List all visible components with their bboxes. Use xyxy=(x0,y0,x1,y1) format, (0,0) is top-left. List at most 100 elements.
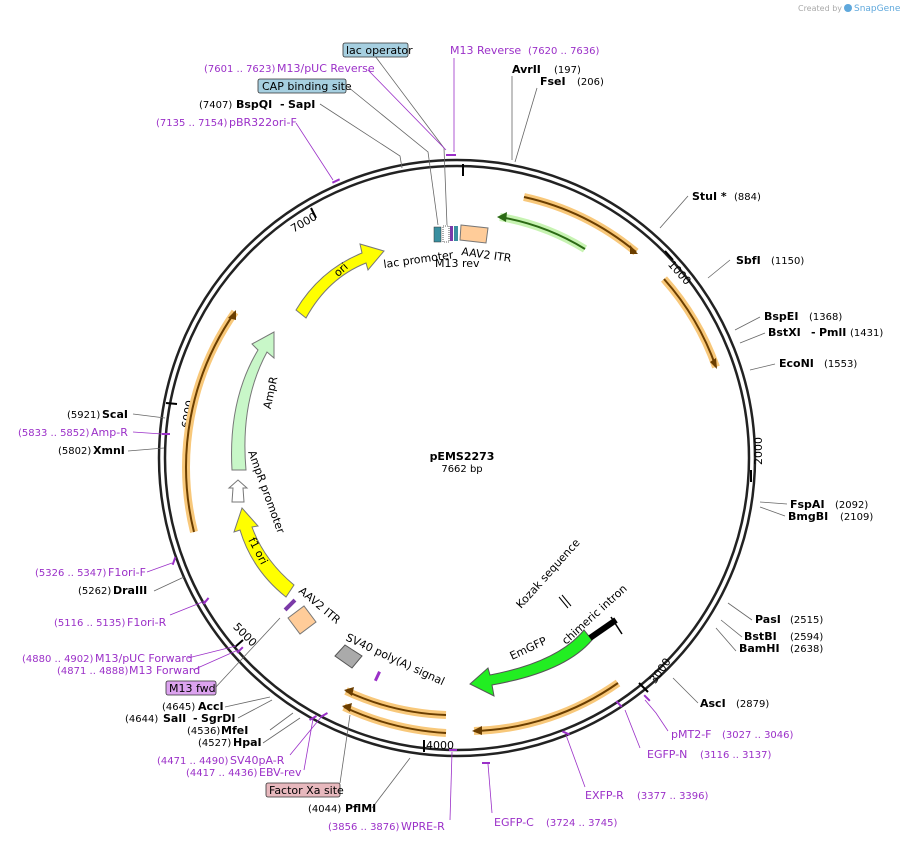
primer-ebv[interactable]: EBV-rev xyxy=(259,766,302,779)
site-fspai[interactable]: FspAI xyxy=(790,498,825,511)
primer-m13forward[interactable]: M13 Forward xyxy=(129,664,200,677)
lac-promoter-box[interactable] xyxy=(433,226,442,243)
primer-f1orir[interactable]: F1ori-R xyxy=(127,616,167,629)
primer-wpre[interactable]: WPRE-R xyxy=(401,820,445,833)
site-xmni[interactable]: XmnI xyxy=(93,444,125,457)
sv40-polya-box[interactable] xyxy=(334,644,363,669)
site-pmli[interactable]: PmlI xyxy=(819,326,846,339)
primer-m13puc-fwd[interactable]: M13/pUC Forward xyxy=(95,652,193,665)
ori-feature[interactable]: ori xyxy=(295,243,385,319)
ampr-arrow[interactable] xyxy=(231,331,275,471)
cap-box[interactable] xyxy=(454,226,458,241)
site-bstxi[interactable]: BstXI xyxy=(768,326,801,339)
plasmid-size: 7662 bp xyxy=(441,464,482,475)
ruler-label-4000: 4000 xyxy=(426,739,454,752)
factor-xa-badge[interactable] xyxy=(265,782,341,798)
site-fsei-pos: (206) xyxy=(577,77,604,88)
primer-mark-f1orif[interactable] xyxy=(171,556,177,566)
site-econi[interactable]: EcoNI xyxy=(779,357,814,370)
primer-mark-ebv[interactable] xyxy=(309,715,317,721)
site-stui[interactable]: StuI * xyxy=(692,190,727,203)
lac-operator-badge[interactable] xyxy=(342,42,409,58)
primer-mark-pbr322[interactable] xyxy=(331,178,341,184)
orange-arc-2 xyxy=(663,278,717,368)
site-scai[interactable]: ScaI xyxy=(102,408,128,421)
kozak-label: Kozak sequence xyxy=(514,536,583,611)
site-avrii[interactable]: AvrII xyxy=(512,63,541,76)
primer-mark-ampr[interactable] xyxy=(162,433,170,435)
site-draiii[interactable]: DraIII xyxy=(113,584,147,597)
m13-rev-box[interactable] xyxy=(450,226,453,241)
site-bstbi[interactable]: BstBI xyxy=(744,630,777,643)
primer-sv40par[interactable]: SV40pA-R xyxy=(230,754,285,767)
site-sali[interactable]: SalI xyxy=(163,712,186,725)
primer-pmt2-range: (3027 .. 3046) xyxy=(722,730,794,741)
site-bspei[interactable]: BspEI xyxy=(764,310,798,323)
f1-ori-arrow[interactable] xyxy=(233,507,295,598)
primer-mark-wpre[interactable] xyxy=(449,749,457,751)
site-sbfi[interactable]: SbfI xyxy=(736,254,761,267)
leader-stui xyxy=(659,195,689,229)
primer-mark-f1orir[interactable] xyxy=(202,597,210,605)
lac-operator-box[interactable] xyxy=(442,225,450,243)
leader-sv40par xyxy=(289,715,323,756)
leader-bstbi xyxy=(720,619,743,638)
aav2-itr-bottom-feature[interactable]: AAV2 ITR xyxy=(283,584,344,635)
site-asci[interactable]: AscI xyxy=(700,697,726,710)
sv40-feature[interactable]: SV40 poly(A) signal xyxy=(334,631,447,688)
aav2-itr-top-box[interactable] xyxy=(459,224,489,244)
ampr-promoter-arrow[interactable] xyxy=(227,479,249,503)
site-hpai[interactable]: HpaI xyxy=(233,736,262,749)
primer-egfpc[interactable]: EGFP-C xyxy=(494,816,534,829)
primer-mark-m13fwd[interactable] xyxy=(236,646,244,654)
primer-m13reverse[interactable]: M13 Reverse xyxy=(450,44,521,57)
site-scai-pos: (5921) xyxy=(67,410,100,421)
emgfp-arrow[interactable] xyxy=(469,629,593,697)
chimeric-intron-bar[interactable] xyxy=(588,617,618,641)
site-pflmi-pos: (4044) xyxy=(308,804,341,815)
ori-arrow[interactable] xyxy=(295,243,385,319)
site-bmgbi[interactable]: BmgBI xyxy=(788,510,828,523)
primer-mark-pmt2[interactable] xyxy=(643,694,651,702)
primer-wpre-range: (3856 .. 3876) xyxy=(328,822,400,833)
primer-pbr322[interactable]: pBR322ori-F xyxy=(229,116,297,129)
aav2-itr-bottom-box[interactable] xyxy=(287,605,317,635)
leader-ebv xyxy=(303,718,314,771)
site-sgrdi[interactable]: SgrDI xyxy=(201,712,235,725)
primer-mark-egfpn[interactable] xyxy=(615,700,623,708)
leader-econi xyxy=(749,363,776,371)
primer-pmt2[interactable]: pMT2-F xyxy=(671,728,712,741)
site-fsei[interactable]: FseI xyxy=(540,75,566,88)
primer-egfpn-range: (3116 .. 3137) xyxy=(700,750,772,761)
primer-mark-egfpc[interactable] xyxy=(482,762,490,764)
primer-ampr[interactable]: Amp-R xyxy=(91,426,128,439)
primer-mark-exfpr[interactable] xyxy=(561,730,571,736)
site-mfei[interactable]: MfeI xyxy=(221,724,248,737)
site-pasi[interactable]: PasI xyxy=(755,613,781,626)
primer-m13puc-rev-range: (7601 .. 7623) xyxy=(204,64,276,75)
primer-mark-m13rev[interactable] xyxy=(446,154,456,156)
green-arc-arrowhead xyxy=(497,212,507,222)
site-sali-pos: (4644) xyxy=(125,714,158,725)
site-bamhi[interactable]: BamHI xyxy=(739,642,780,655)
primer-exfpr[interactable]: EXFP-R xyxy=(585,789,624,802)
site-acci[interactable]: AccI xyxy=(198,700,224,713)
primer-f1orif[interactable]: F1ori-F xyxy=(108,566,146,579)
f1-ori-feature[interactable]: f1 ori xyxy=(233,507,295,598)
leader-bstxi xyxy=(739,332,766,344)
site-bspqi[interactable]: BspQI xyxy=(236,98,272,111)
green-arc-feature xyxy=(497,212,588,253)
ampr-feature[interactable]: AmpR AmpR promoter xyxy=(227,331,287,536)
orange-features xyxy=(182,193,720,737)
leader-hpai xyxy=(262,717,301,744)
cap-binding-site-badge[interactable] xyxy=(257,78,347,94)
orange-arc-3 xyxy=(473,682,619,732)
primer-egfpn[interactable]: EGFP-N xyxy=(647,748,687,761)
primer-sv40par-range: (4471 .. 4490) xyxy=(157,756,229,767)
site-sapi[interactable]: SapI xyxy=(288,98,315,111)
m13-fwd-badge[interactable] xyxy=(165,680,217,696)
emgfp-feature[interactable]: EmGFP chimeric intron Kozak sequence xyxy=(469,536,630,697)
primer-m13puc-rev[interactable]: M13/pUC Reverse xyxy=(277,62,375,75)
site-pflmi[interactable]: PflMI xyxy=(345,802,376,815)
ruler-label-3000: 3000 xyxy=(647,656,674,686)
